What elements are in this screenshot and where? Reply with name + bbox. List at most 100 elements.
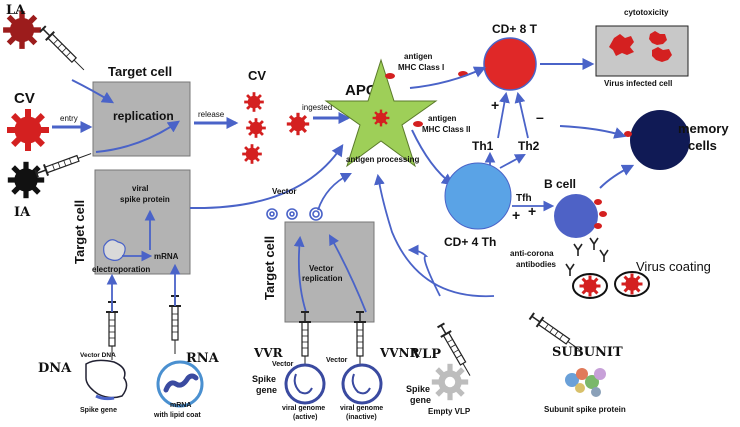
dna-label: DNA <box>38 361 72 376</box>
vvnr-genome-label-b: (inactive) <box>346 414 377 421</box>
syringe-ia-icon <box>33 146 95 181</box>
spike-gene-segment <box>95 394 115 401</box>
la-entry-arrow <box>71 79 115 104</box>
tfh-label: Tfh <box>516 193 532 204</box>
vector-top-label: Vector <box>272 187 296 196</box>
to-memory-arrow <box>559 125 627 139</box>
vlp-label: VLP <box>411 347 441 362</box>
vvr-particle <box>284 363 326 405</box>
spike-gene-vvnr-a: Spike <box>406 384 430 394</box>
th1-label: Th1 <box>472 139 494 153</box>
ia-label: IA <box>14 205 31 220</box>
infected-blob-1 <box>609 34 634 56</box>
vvnr-label: VVNR <box>379 346 421 360</box>
cv-virus-icon <box>7 109 49 151</box>
vvr-label: VVR <box>253 346 284 360</box>
apc-label: APC <box>345 82 377 99</box>
vector-rep-label-b: replication <box>302 274 343 283</box>
mhc1-antigen-dot <box>385 73 395 79</box>
vvnr-particle <box>341 363 383 405</box>
vector-rep-label-a: Vector <box>309 264 333 273</box>
cd8-label: CD+ 8 T <box>492 22 538 36</box>
empty-vlp-label: Empty VLP <box>428 407 471 416</box>
minus-th2: – <box>536 109 544 125</box>
release-label: release <box>198 110 225 119</box>
rna-label: RNA <box>186 351 220 366</box>
cd4-to-th2-arrow <box>499 153 526 169</box>
spike-to-apc-arrow <box>189 143 344 210</box>
viral-spike-label-b: spike protein <box>120 195 170 204</box>
mrna-inner-label: mRNA <box>154 252 179 261</box>
b-cell-label: B cell <box>544 177 576 191</box>
vlp-to-apc-arrow <box>407 244 441 297</box>
b-cell <box>554 194 598 238</box>
apc-antigen-icon <box>372 109 390 127</box>
th1-to-cd8-arrow <box>497 91 510 139</box>
entry-label: entry <box>60 114 78 123</box>
la-virus-icon <box>3 11 41 49</box>
viral-spike-label-a: viral <box>132 184 148 193</box>
th2-to-cd8-arrow <box>514 91 529 139</box>
virus-released-icon-2 <box>246 118 266 138</box>
vector-vvnr-label: Vector <box>326 357 348 364</box>
vvnr-genome <box>351 373 371 395</box>
bcell-receptor-1 <box>594 199 602 205</box>
antigen-mhc2-a: antigen <box>428 114 457 123</box>
spike-gene-dna-label: Spike gene <box>80 407 117 414</box>
mhc2-antigen-dot <box>413 121 423 127</box>
vector-particles-icon <box>266 207 323 221</box>
replication-curve-arrow <box>95 120 180 153</box>
infected-blob-3 <box>652 47 672 62</box>
bcell-receptor-2 <box>599 211 607 217</box>
antigen-mhc2-b: MHC Class II <box>422 125 470 134</box>
th2-label: Th2 <box>518 139 540 153</box>
vector-dna-loop <box>85 359 128 399</box>
mrna-lipid-label-b: with lipid coat <box>153 412 201 419</box>
memory-cell <box>630 110 690 170</box>
virus-ingested-icon <box>286 112 310 136</box>
virus-released-icon-1 <box>244 92 264 112</box>
vlp-particle-icon <box>431 363 469 401</box>
target-cell-mid-label: Target cell <box>262 236 277 300</box>
coated-virus-icon-1 <box>579 275 601 297</box>
antigen-mhc1-b: MHC Class I <box>398 63 444 72</box>
coated-virus-icon-2 <box>621 273 643 295</box>
cv-left-label: CV <box>14 90 35 107</box>
ia-virus-icon <box>7 161 45 199</box>
vvnr-genome-label-a: viral genome <box>340 405 383 412</box>
virus-coating-label: Virus coating <box>636 259 711 274</box>
target-cell-top-label: Target cell <box>108 64 172 79</box>
bcell-receptor-3 <box>594 223 602 229</box>
cd4-label: CD+ 4 Th <box>444 235 496 249</box>
replication-label: replication <box>113 109 174 123</box>
virus-released-icon-3 <box>242 144 262 164</box>
anti-corona-label-b: antibodies <box>516 260 557 269</box>
bcell-to-memory-arrow <box>599 164 635 189</box>
vector-rep-arrow-1 <box>293 235 307 313</box>
vvr-genome <box>293 373 313 395</box>
spike-gene-vvnr-b: gene <box>410 395 431 405</box>
apc-to-cd4-arrow <box>411 129 454 186</box>
anti-corona-label-a: anti-corona <box>510 249 554 258</box>
infected-blob-2 <box>649 31 667 45</box>
plus-tfh-1: + <box>512 207 520 223</box>
vvr-genome-label-a: viral genome <box>282 405 325 412</box>
ingested-label: ingested <box>302 103 332 112</box>
virus-infected-cell-box <box>595 25 689 77</box>
vector-rep-arrow-2 <box>328 234 367 313</box>
antibody-icons <box>565 237 609 276</box>
plus-th1: + <box>491 97 499 113</box>
cd8-cell <box>483 37 537 91</box>
subunit-protein-icon <box>565 368 606 397</box>
subunit-label: SUBUNIT <box>552 345 623 360</box>
plus-tfh-2: + <box>528 203 536 219</box>
subunit-to-apc-arrow <box>374 173 495 298</box>
apc-to-cd8-arrow <box>409 66 487 89</box>
cytotoxicity-label: cytotoxicity <box>624 8 669 17</box>
electroporation-label: electroporation <box>92 265 150 274</box>
vvr-genome-label-b: (active) <box>293 414 318 421</box>
vector-dna-label: Vector DNA <box>80 352 116 359</box>
mrna-lipid-label-a: mRNA <box>170 402 191 409</box>
cv-mid-label: CV <box>248 68 266 83</box>
